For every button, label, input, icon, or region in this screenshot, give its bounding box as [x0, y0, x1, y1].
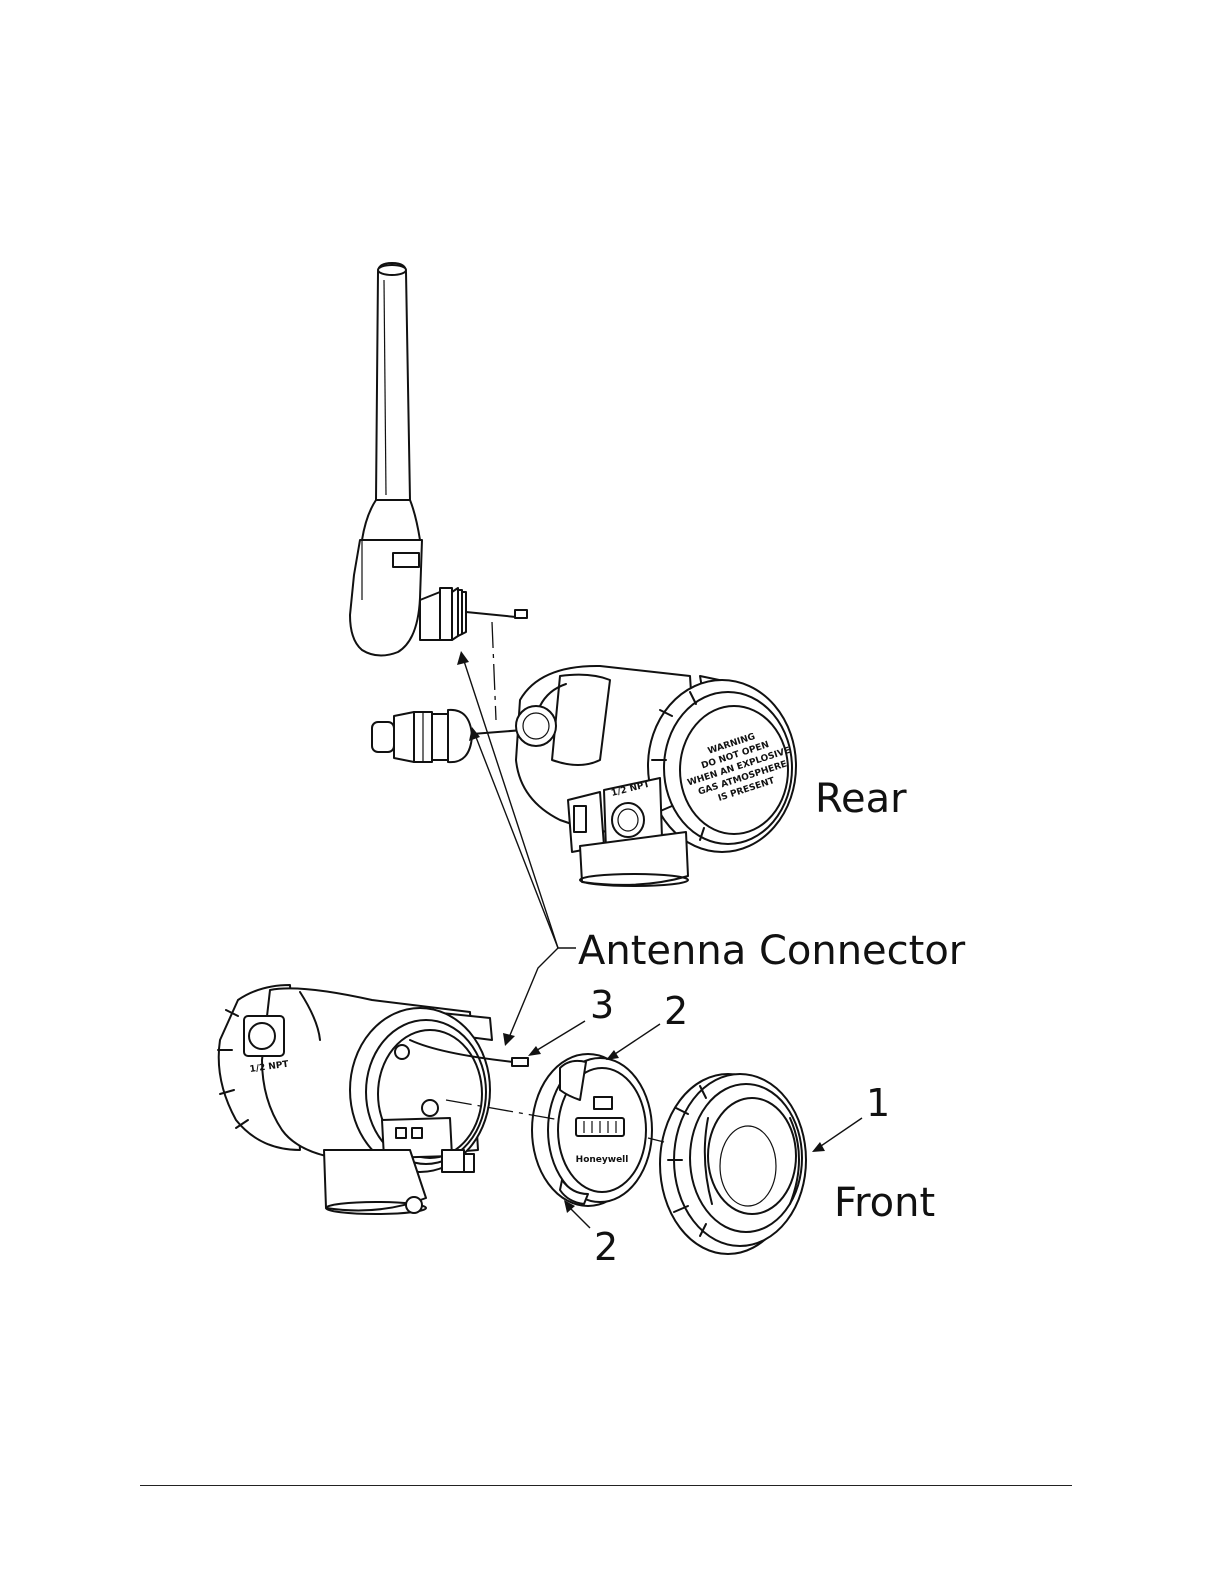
- antenna-connector-rear: [372, 710, 536, 762]
- rear-housing: WARNING DO NOT OPEN WHEN AN EXPLOSIVE GA…: [516, 666, 799, 886]
- callout-2-top-leader: [606, 1024, 660, 1060]
- callout-1-leader: [812, 1118, 862, 1152]
- front-housing: 1/2 NPT: [218, 985, 528, 1214]
- footer-rule: [140, 1485, 1072, 1486]
- callout-2-bottom: 2: [594, 1225, 618, 1269]
- label-rear: Rear: [815, 776, 907, 822]
- callout-1: 1: [866, 1081, 890, 1125]
- callout-3: 3: [590, 983, 614, 1027]
- antenna-thread: [452, 588, 466, 640]
- callout-3-leader: [528, 1021, 585, 1056]
- callout-2-top: 2: [664, 989, 688, 1033]
- label-antenna-connector: Antenna Connector: [578, 928, 966, 974]
- display-module: Honeywell: [532, 1054, 652, 1206]
- label-front: Front: [834, 1180, 935, 1226]
- display-brand-label: Honeywell: [576, 1155, 629, 1165]
- front-cap: [660, 1074, 806, 1254]
- antenna: [350, 263, 527, 720]
